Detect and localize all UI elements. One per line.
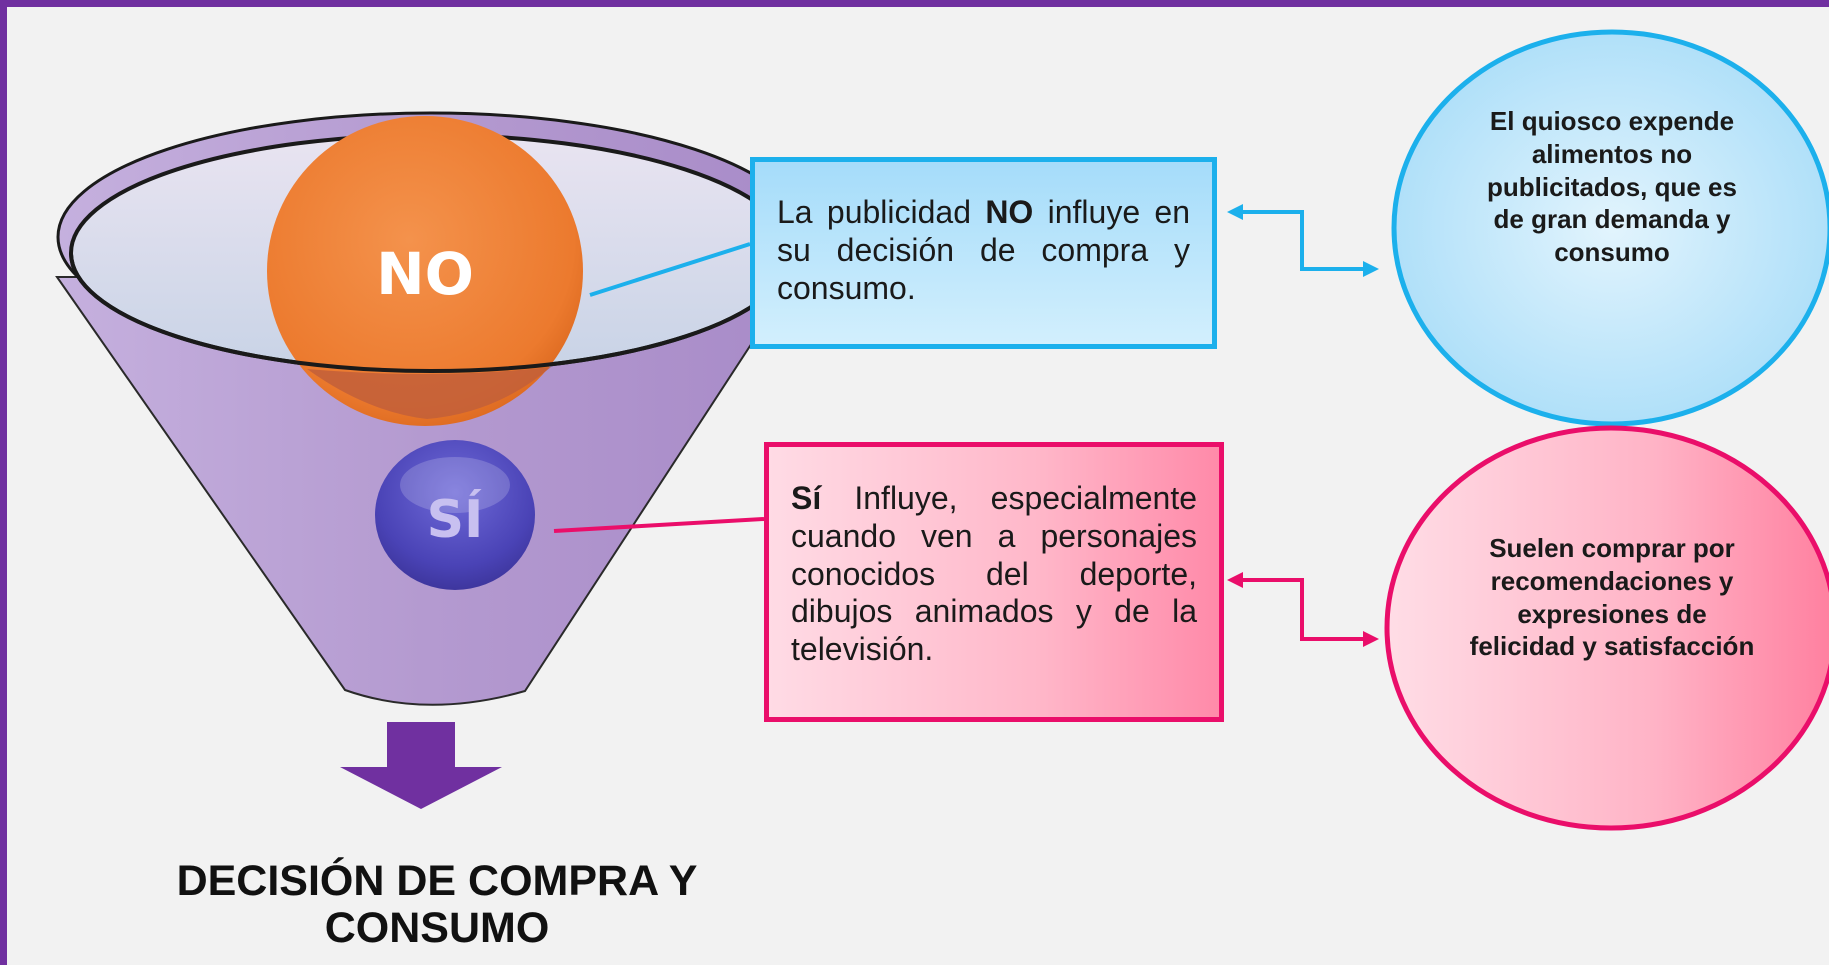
blue-double-arrow-icon [1227, 204, 1379, 277]
si-ball [375, 440, 535, 590]
no-box-bold: NO [985, 194, 1034, 230]
no-box-suffix: influye en su decisión de compra y consu… [777, 194, 1191, 306]
down-arrow-icon [340, 722, 502, 809]
si-ball-highlight [400, 457, 510, 513]
blue-bubble-text: El quiosco expende alimentos no publicit… [1487, 106, 1737, 267]
si-label: SÍ [427, 489, 484, 550]
no-ball [267, 116, 583, 426]
no-connector-line [589, 242, 751, 297]
funnel-opening-front-edge [69, 252, 793, 373]
no-ball-shadow [307, 367, 551, 419]
si-explanation-box: Sí Influye, especialmente cuando ven a p… [764, 442, 1224, 722]
no-label: NO [376, 240, 474, 308]
pink-double-arrow-icon [1227, 572, 1379, 647]
si-connector-line [553, 517, 765, 533]
funnel-result-label: DECISIÓN DE COMPRA Y CONSUMO [176, 857, 698, 953]
funnel-diagram: NO SÍ [55, 29, 1829, 831]
blue-bubble [1391, 29, 1829, 427]
si-box-suffix: Influye, especialmente cuando ven a pers… [791, 480, 1197, 667]
no-explanation-box: La publicidad NO influye en su decisión … [750, 157, 1217, 349]
pink-bubble-text: Suelen comprar por recomendaciones y exp… [1469, 533, 1755, 662]
pink-bubble [1384, 425, 1829, 831]
si-box-bold: Sí [791, 480, 822, 516]
no-box-prefix: La publicidad [777, 194, 986, 230]
